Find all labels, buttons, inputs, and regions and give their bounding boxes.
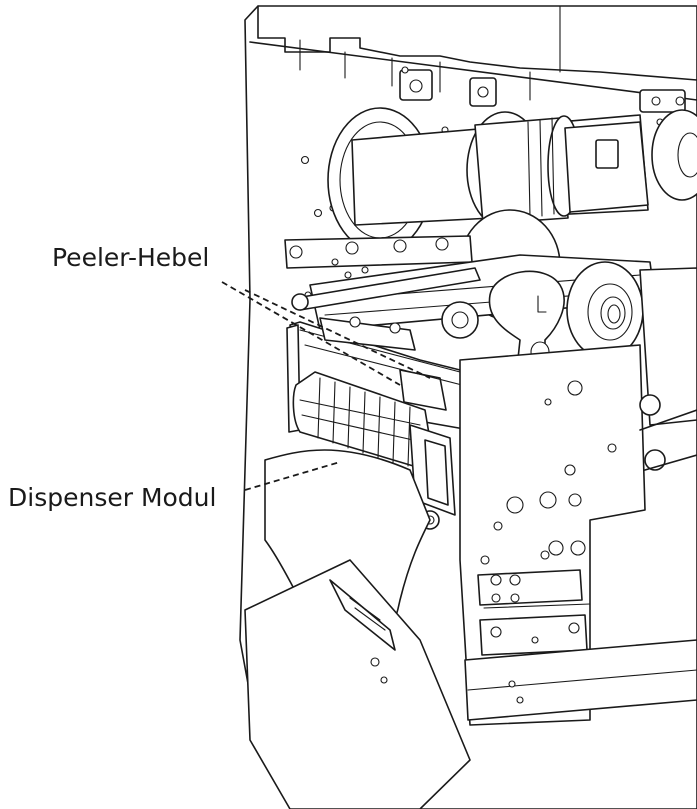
peeler-lever-label: Peeler-Hebel xyxy=(52,243,210,272)
callout-leaders xyxy=(221,281,431,491)
dispenser-module-unit xyxy=(292,371,456,530)
label-paper xyxy=(244,449,471,809)
dispenser-module-label: Dispenser Modul xyxy=(8,483,217,512)
dispenser-module-leader xyxy=(244,461,341,491)
print-head-assembly xyxy=(284,235,697,426)
peeler-lever-leader xyxy=(221,281,401,386)
lower-frame-plate xyxy=(459,344,697,726)
peeler-lever-leader-2 xyxy=(244,289,431,379)
